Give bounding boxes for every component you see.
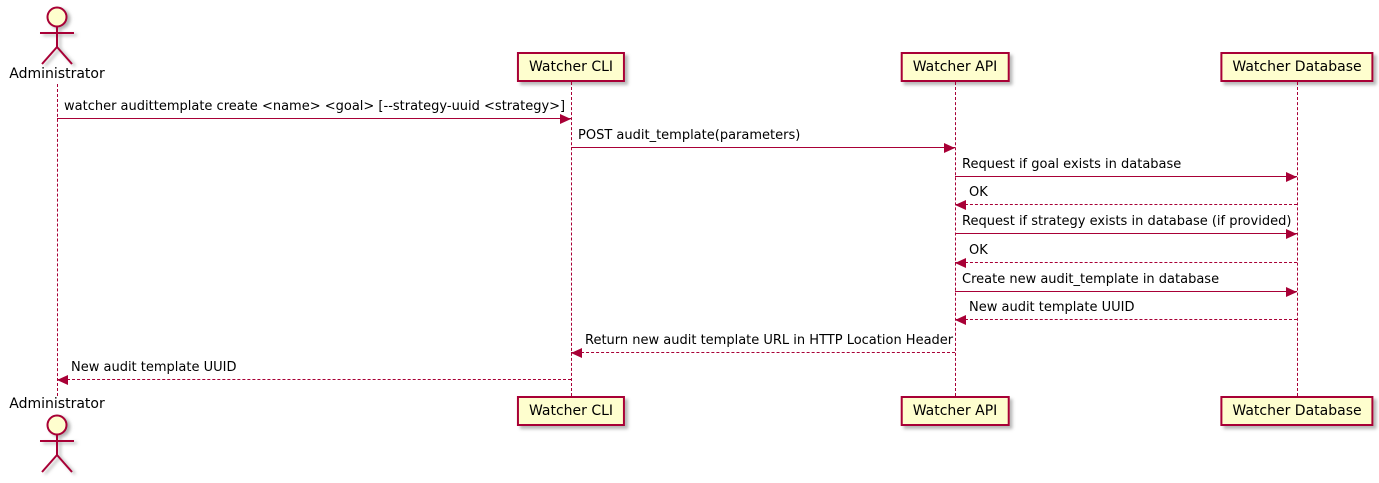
arrow-left-icon bbox=[571, 348, 582, 358]
message-line-3 bbox=[955, 204, 1297, 205]
participant-box-top-db: Watcher Database bbox=[1220, 52, 1374, 82]
message-label-4: Request if strategy exists in database (… bbox=[962, 214, 1292, 229]
actor-icon-bottom-admin bbox=[35, 412, 79, 474]
message-label-6: Create new audit_template in database bbox=[962, 272, 1220, 287]
message-line-8 bbox=[571, 352, 955, 353]
actor-icon-top-admin bbox=[35, 4, 79, 66]
arrow-right-icon bbox=[1286, 229, 1297, 239]
message-label-1: POST audit_template(parameters) bbox=[578, 128, 801, 143]
message-label-3: OK bbox=[969, 185, 988, 200]
lifeline-db bbox=[1297, 82, 1298, 396]
arrow-left-icon bbox=[955, 258, 966, 268]
message-line-0 bbox=[57, 118, 571, 119]
arrow-left-icon bbox=[955, 315, 966, 325]
message-line-5 bbox=[955, 262, 1297, 263]
message-line-7 bbox=[955, 319, 1297, 320]
lifeline-api bbox=[955, 82, 956, 396]
arrow-left-icon bbox=[57, 375, 68, 385]
arrow-right-icon bbox=[560, 114, 571, 124]
message-label-0: watcher audittemplate create <name> <goa… bbox=[64, 99, 566, 114]
message-label-5: OK bbox=[969, 243, 988, 258]
actor-label-bottom-admin: Administrator bbox=[9, 396, 105, 412]
message-line-4 bbox=[955, 233, 1297, 234]
arrow-right-icon bbox=[944, 143, 955, 153]
lifeline-cli bbox=[571, 82, 572, 396]
message-line-1 bbox=[571, 147, 955, 148]
participant-box-bottom-api: Watcher API bbox=[900, 396, 1010, 426]
message-label-8: Return new audit template URL in HTTP Lo… bbox=[585, 333, 954, 348]
arrow-left-icon bbox=[955, 200, 966, 210]
participant-box-bottom-db: Watcher Database bbox=[1220, 396, 1374, 426]
message-line-9 bbox=[57, 379, 571, 380]
message-line-2 bbox=[955, 176, 1297, 177]
participant-box-top-cli: Watcher CLI bbox=[516, 52, 626, 82]
arrow-right-icon bbox=[1286, 172, 1297, 182]
message-label-2: Request if goal exists in database bbox=[962, 157, 1182, 172]
message-label-7: New audit template UUID bbox=[969, 300, 1135, 315]
lifeline-admin bbox=[57, 84, 58, 396]
message-label-9: New audit template UUID bbox=[71, 360, 237, 375]
message-line-6 bbox=[955, 291, 1297, 292]
arrow-right-icon bbox=[1286, 287, 1297, 297]
participant-box-bottom-cli: Watcher CLI bbox=[516, 396, 626, 426]
participant-box-top-api: Watcher API bbox=[900, 52, 1010, 82]
actor-label-top-admin: Administrator bbox=[9, 66, 105, 82]
